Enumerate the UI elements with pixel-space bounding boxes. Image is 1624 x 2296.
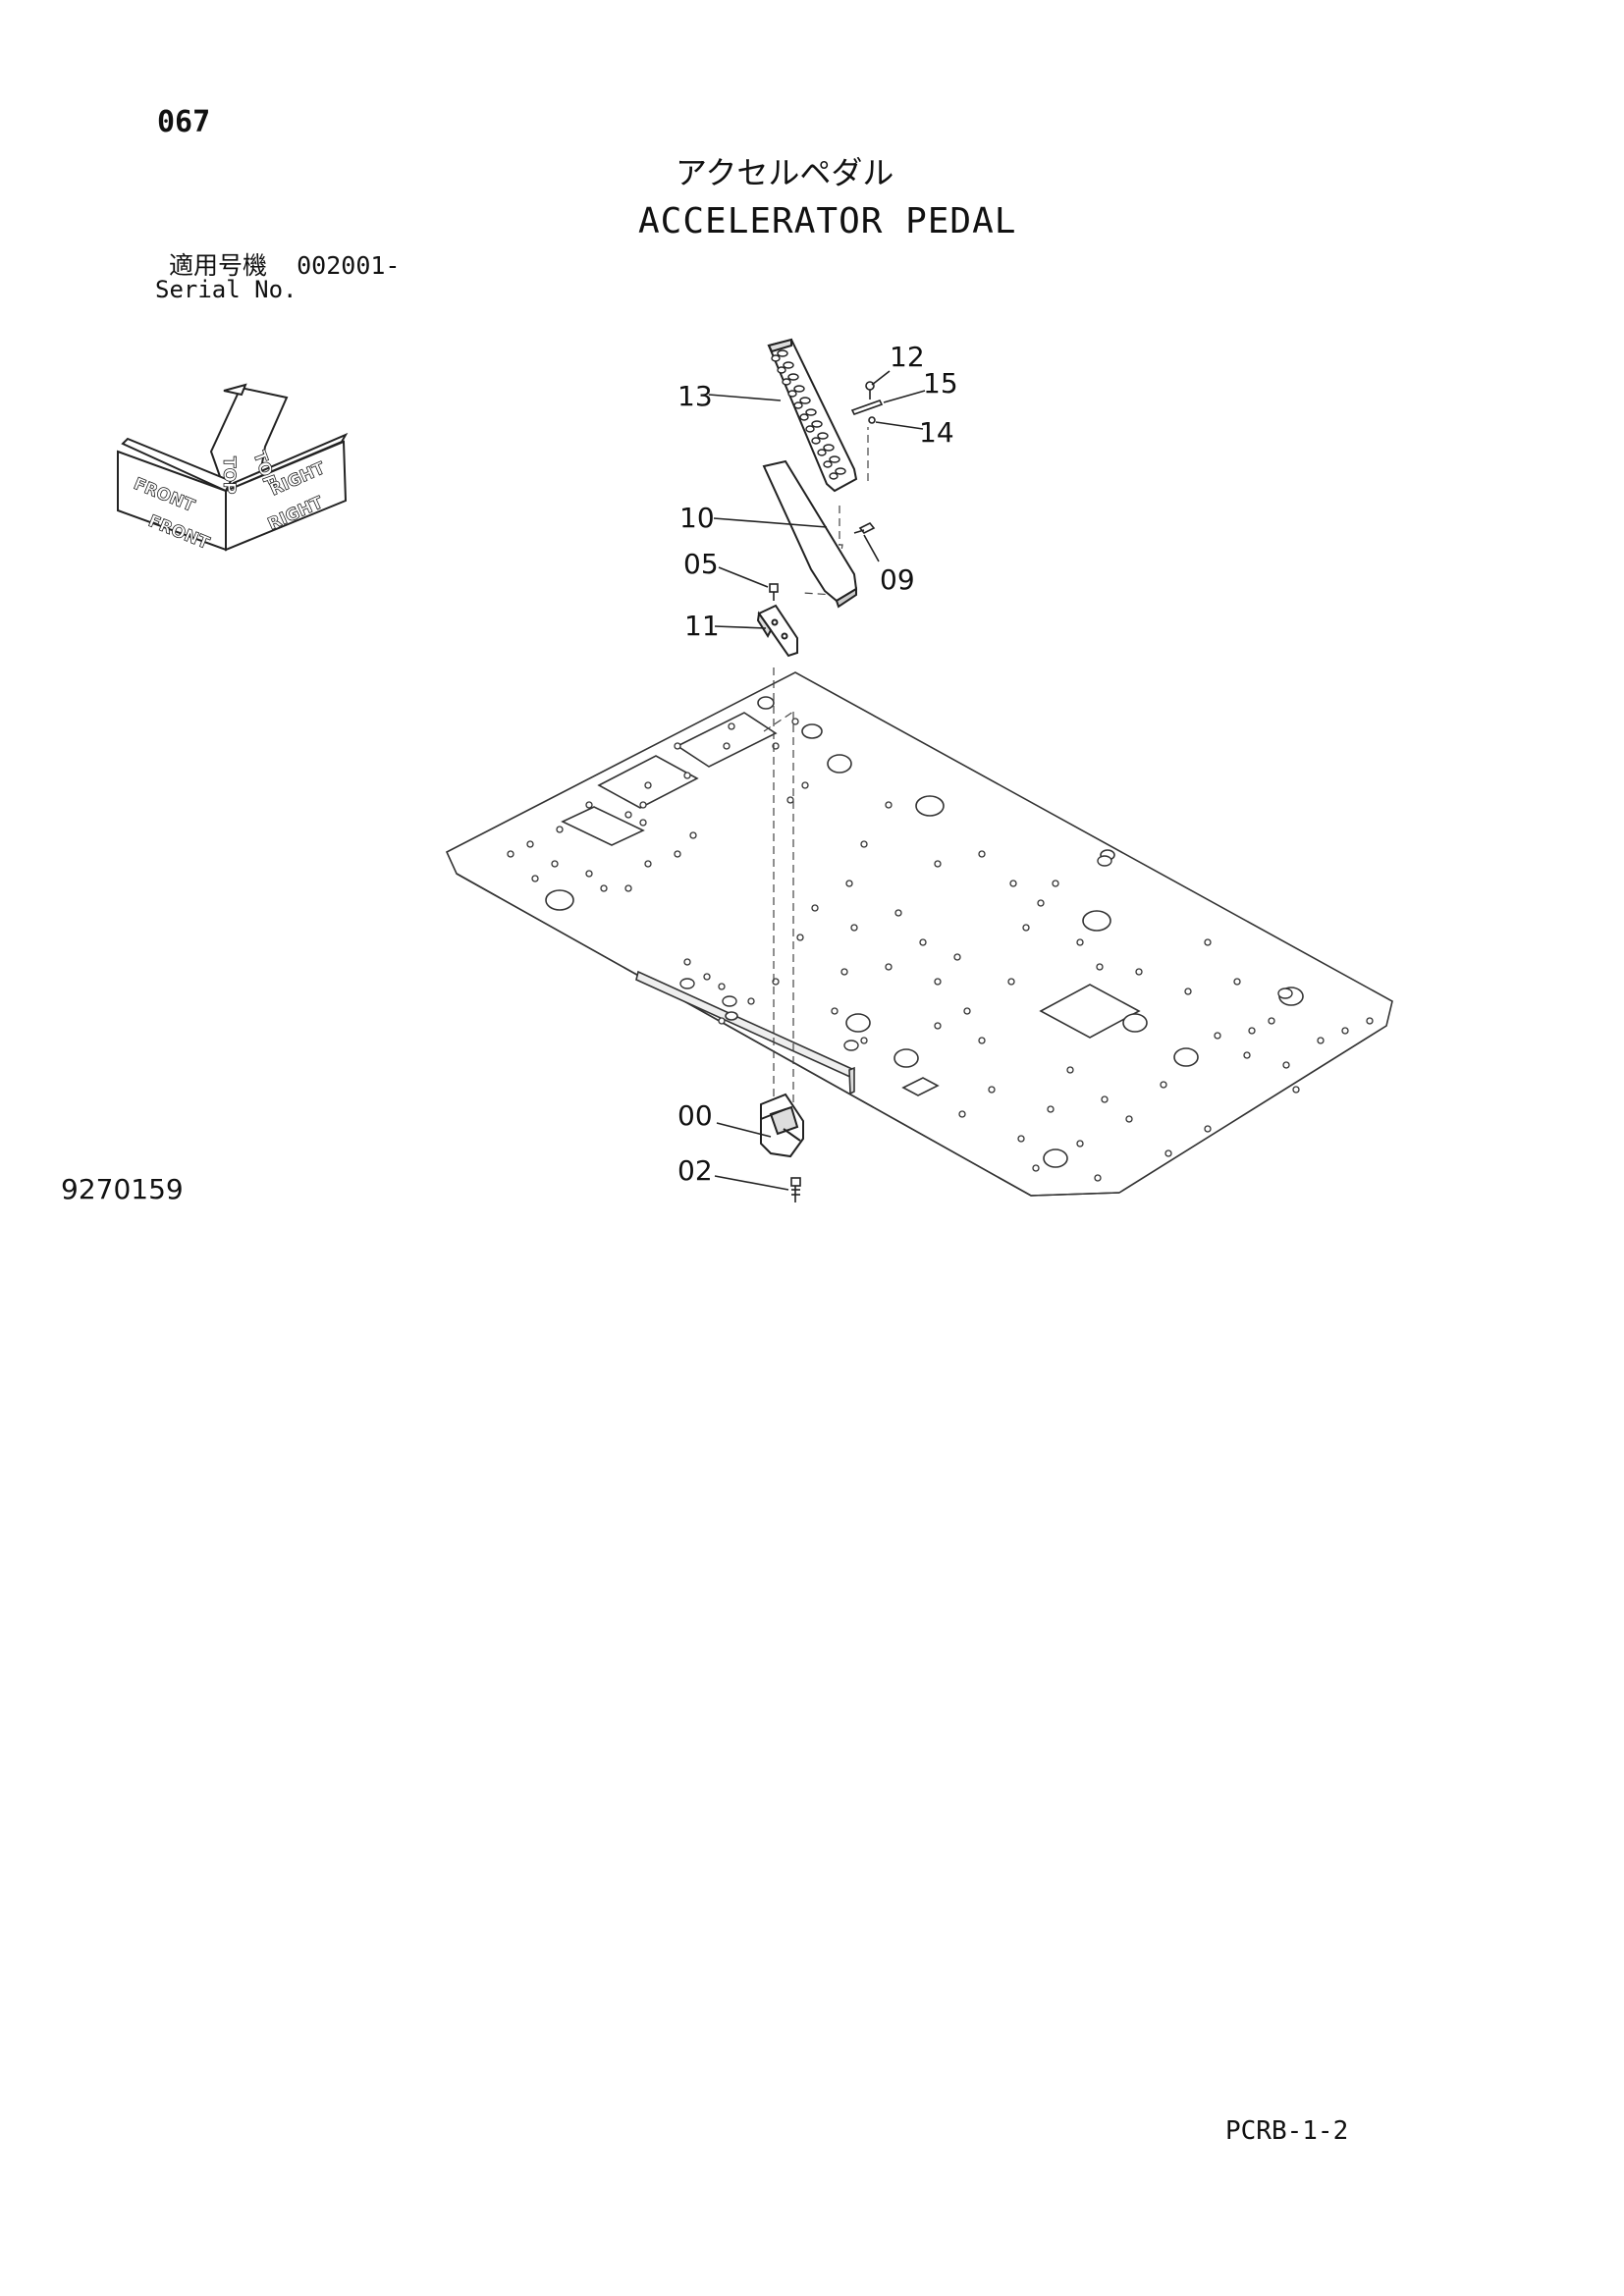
floor-plate-studs: [679, 855, 1293, 1051]
callout-15: 15: [923, 367, 958, 400]
accelerator-sensor-part: [760, 1093, 804, 1158]
callout-leader-lines: [708, 370, 926, 1191]
title-english: ACCELERATOR PEDAL: [638, 201, 1017, 241]
floor-plate-bolt-holes: [507, 718, 1374, 1182]
floor-plate: [445, 671, 1393, 1197]
pedal-plate-part: [762, 459, 858, 609]
callout-10: 10: [679, 502, 715, 534]
callout-11: 11: [684, 610, 720, 642]
callout-09: 09: [880, 563, 915, 596]
drawing-number: 9270159: [61, 1173, 184, 1205]
serial-label-english: Serial No.: [155, 276, 298, 303]
sheet-code: PCRB-1-2: [1225, 2116, 1349, 2146]
callout-05: 05: [683, 548, 719, 580]
title-japanese: アクセルペダル: [676, 154, 894, 191]
callout-02: 02: [677, 1154, 713, 1187]
bolt-05: [769, 583, 779, 601]
orientation-indicator-icon: FRONT FRONT TOP TOP RIGHT RIGHT: [117, 383, 349, 555]
serial-value: 002001-: [297, 251, 401, 280]
pedal-rubber-part: [767, 338, 858, 493]
bracket-part: [756, 604, 798, 658]
pin-parts: [850, 381, 884, 424]
serial-label-jp-text: 適用号機: [169, 251, 268, 280]
callout-00: 00: [677, 1099, 713, 1132]
callout-14: 14: [919, 416, 954, 449]
serial-label-japanese: 適用号機 002001-: [169, 253, 400, 278]
orientation-top-label: TOP: [219, 456, 239, 495]
callout-13: 13: [677, 380, 713, 412]
screw-02: [790, 1177, 801, 1202]
page-number: 067: [157, 105, 211, 139]
callout-12: 12: [890, 341, 925, 373]
bolt-09: [853, 521, 876, 535]
